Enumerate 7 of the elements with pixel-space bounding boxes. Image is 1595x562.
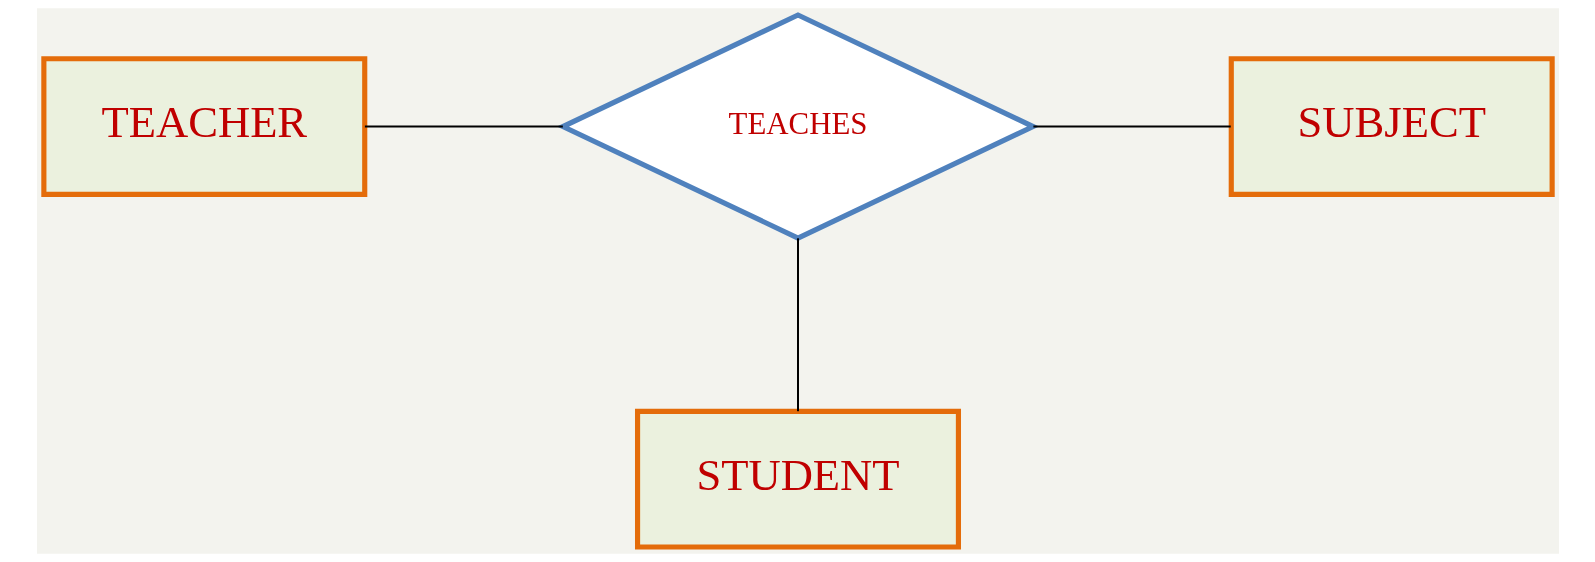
connector [796,238,799,412]
connector [1032,125,1231,128]
node-diamond: TEACHES [556,12,1039,241]
connector [364,125,563,128]
node-box: TEACHER [40,56,367,197]
node-box: SUBJECT [1228,56,1555,197]
node-box: STUDENT [634,408,961,550]
